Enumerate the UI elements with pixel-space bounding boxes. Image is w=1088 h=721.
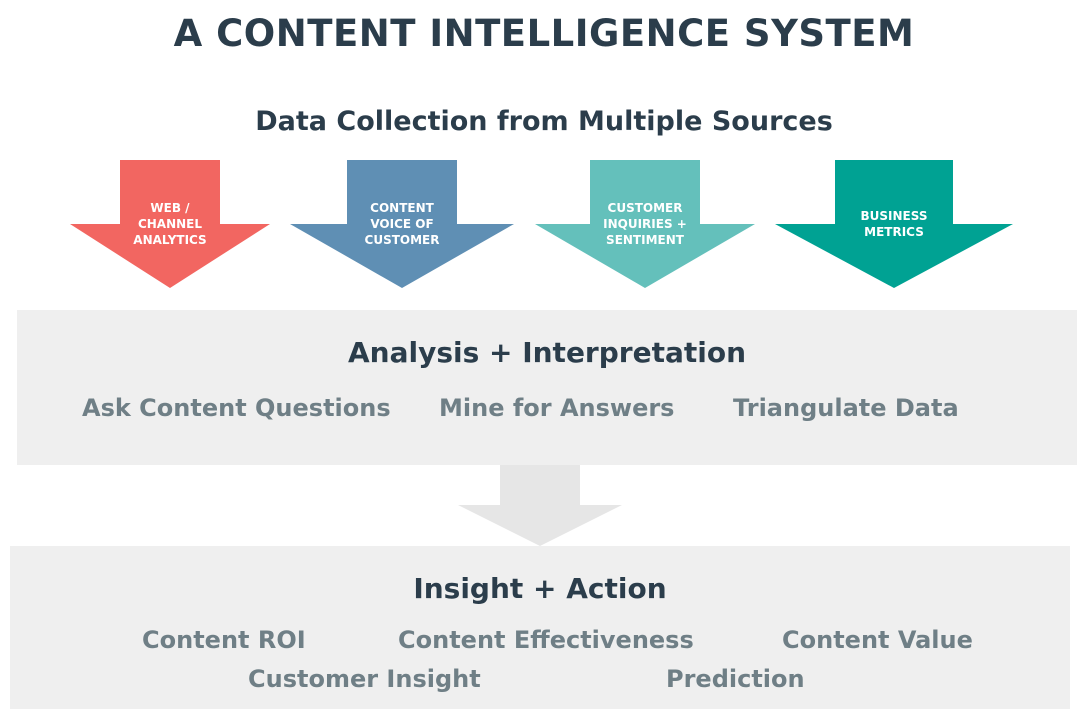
source-label: WEB / CHANNEL ANALYTICS [70, 200, 270, 248]
data-collection-heading: Data Collection from Multiple Sources [255, 106, 833, 137]
arrow-shape [290, 160, 514, 288]
source-label-line: METRICS [864, 225, 924, 239]
insight-item: Content Value [782, 626, 973, 654]
insight-panel: Insight + Action Content ROI Content Eff… [10, 546, 1070, 709]
insight-item: Customer Insight [248, 665, 481, 693]
source-label-line: WEB / [150, 201, 190, 215]
source-label: CUSTOMER INQUIRIES + SENTIMENT [535, 200, 755, 248]
analysis-panel: Analysis + Interpretation Ask Content Qu… [17, 310, 1077, 465]
analysis-item: Mine for Answers [439, 394, 675, 422]
analysis-item: Ask Content Questions [82, 394, 391, 422]
insight-item: Content Effectiveness [398, 626, 694, 654]
source-label: CONTENT VOICE OF CUSTOMER [290, 200, 514, 248]
arrow-shape [70, 160, 270, 288]
source-label-line: BUSINESS [860, 209, 928, 223]
source-arrow-web-channel-analytics: WEB / CHANNEL ANALYTICS [70, 160, 270, 290]
source-label-line: VOICE OF [370, 217, 434, 231]
source-label-line: CUSTOMER [607, 201, 683, 215]
source-label-line: ANALYTICS [133, 233, 207, 247]
analysis-heading: Analysis + Interpretation [347, 336, 747, 369]
source-arrow-business-metrics: BUSINESS METRICS [775, 160, 1013, 290]
insight-item: Content ROI [142, 626, 306, 654]
source-label-line: CONTENT [370, 201, 434, 215]
insight-heading: Insight + Action [413, 572, 667, 605]
connector-arrow-shape [458, 465, 622, 546]
diagram-title: A CONTENT INTELLIGENCE SYSTEM [173, 12, 915, 55]
source-label-line: INQUIRIES + [603, 217, 687, 231]
analysis-item: Triangulate Data [733, 394, 959, 422]
source-arrow-content-voice-of-customer: CONTENT VOICE OF CUSTOMER [290, 160, 514, 290]
insight-item: Prediction [666, 665, 805, 693]
source-label-line: CHANNEL [137, 217, 203, 231]
source-label-line: SENTIMENT [606, 233, 684, 247]
source-label-line: CUSTOMER [364, 233, 440, 247]
source-label: BUSINESS METRICS [775, 208, 1013, 240]
arrow-shape [535, 160, 755, 288]
connector-arrow [458, 465, 622, 551]
source-arrow-customer-inquiries-sentiment: CUSTOMER INQUIRIES + SENTIMENT [535, 160, 755, 290]
arrow-shape [775, 160, 1013, 288]
